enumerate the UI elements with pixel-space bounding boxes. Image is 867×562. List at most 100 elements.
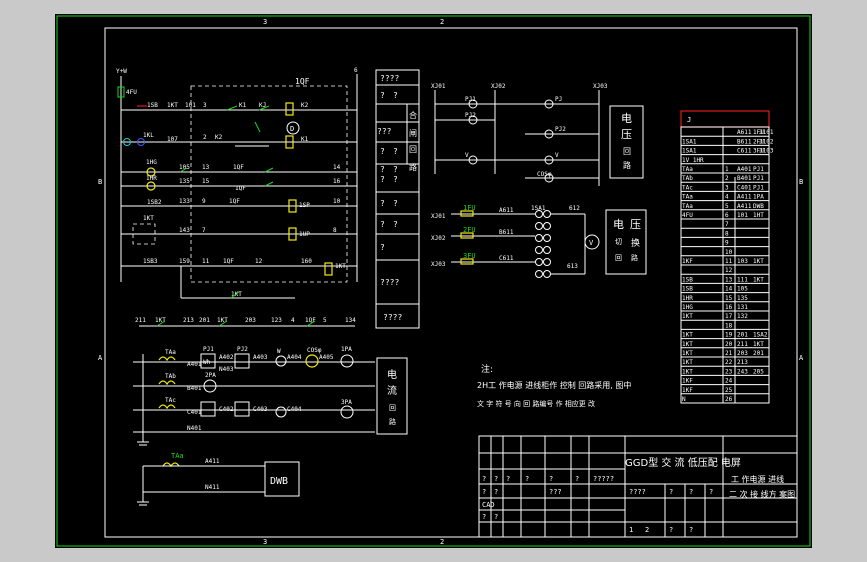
wattmeter-icon [275, 406, 287, 418]
row4-label: 1HR [146, 175, 157, 182]
inner-frame [104, 27, 798, 538]
bottom-row-4: 1KT [217, 317, 228, 324]
cwire-6: C401 [187, 409, 202, 416]
vsw-title-0: 电 [613, 218, 624, 231]
bottom-row-1: 1KT [155, 317, 166, 324]
zone-top-label: 3 [263, 18, 267, 26]
row1-n3: K1 [239, 102, 247, 109]
title-mark: ???? [629, 488, 646, 496]
vsw-row-2: XJ03 [431, 261, 446, 268]
zone-top-right-label: 2 [440, 18, 444, 26]
voltage-circuit: XJ01 XJ02 XJ03 PJ1 PJ2 V PJ PJ2 V COSφ 电… [431, 83, 644, 186]
current-block [376, 357, 408, 435]
row1-label: 1SB [147, 102, 158, 109]
ctl-cell: ? [393, 199, 398, 208]
terminal-cell-l: 1SB [682, 276, 693, 283]
bottom-row-2: 213 [183, 317, 194, 324]
energy-meter-icon [234, 401, 250, 417]
row1-n2: 3 [203, 102, 207, 109]
ctl-cell: ? [380, 175, 385, 184]
row6-label: 1KT [143, 215, 154, 222]
row1-node: 101 [185, 102, 196, 109]
note-title: 注: [481, 363, 493, 375]
terminal-cell-n: 21 [725, 350, 733, 357]
ctl-cell: ???? [380, 278, 399, 287]
vsw-title-2: 切 [615, 238, 622, 246]
ctl-cell: ? [393, 175, 398, 184]
row6-coil: 1UP [299, 231, 310, 238]
title-mark: ? [689, 526, 693, 534]
cwire-0: A401 [187, 361, 202, 368]
terminal-cell-l: 1KF [682, 378, 693, 385]
row5-n2: 9 [202, 198, 206, 205]
vsw-meter: V [589, 239, 594, 247]
row4-n3: 1QF [235, 185, 246, 192]
terminal-cell-n: 2 [725, 175, 729, 182]
row3-label: 1HG [146, 159, 157, 166]
terminal-cell-m: 111 [737, 276, 748, 283]
terminal-cell-m: C611 [737, 148, 752, 155]
terminal-cell-r: 1SA2 [753, 332, 768, 339]
cmeter-1: PJ2 [237, 346, 248, 353]
title-mark: ? [669, 526, 673, 534]
terminal-cell-m: A411 [737, 203, 752, 210]
vsw-label-1: B611 [499, 229, 514, 236]
coil-1up [288, 227, 297, 241]
title-mark: ? [709, 488, 713, 496]
ammeter-icon [203, 379, 217, 393]
kt-label: 1KT [231, 291, 242, 298]
terminal-cell-r: 1HT [753, 212, 764, 219]
title-mark: ? [669, 488, 673, 496]
terminal-cell-l: 1KT [682, 350, 693, 357]
schematic-canvas: 3 2 3 2 B A B A Y+W 4FU 6 1QF 1SB 1KT 10… [56, 15, 811, 547]
title-mark: ? [494, 488, 498, 496]
terminal-cell-r: 1KT [753, 258, 764, 265]
terminal-cell-n: 24 [725, 378, 733, 385]
vsw-row-1: XJ02 [431, 235, 446, 242]
title-block: GGD型 交 流 低压配 电屏 工 作电源 进线 二 次 接 线方 案图 ? ?… [478, 435, 798, 538]
bottom-row-7: 4 [291, 317, 295, 324]
vblock-title-2: 回 [623, 147, 631, 156]
dwb-wire-0: A411 [205, 458, 220, 465]
dwb-label: DWB [270, 476, 288, 487]
vsw-fuse-2: 3FU [463, 252, 476, 260]
row2-coil: K1 [301, 136, 309, 143]
terminal-cell-rr: J101 [759, 129, 774, 136]
terminal-cell-n: 18 [725, 322, 733, 329]
control-circuit: Y+W 4FU 6 1QF 1SB 1KT 101 3 K1 KJ K2 D 1… [116, 67, 358, 327]
title-desc-2: 二 次 接 线方 案图 [729, 489, 795, 499]
row4-node: 135 [179, 178, 190, 185]
row5-coil: 1SP [299, 202, 310, 209]
terminal-cell-l: 1SA1 [682, 138, 697, 145]
row3-n3: 1QF [233, 164, 244, 171]
ctl-cell: ? [380, 165, 385, 174]
vblock-title-3: 路 [623, 160, 631, 170]
terminal-cell-m: B611 [737, 138, 752, 145]
voltage-switch-block [605, 209, 647, 275]
vrmeter-label-2: V [555, 152, 559, 159]
bottom-row-8: 1QF [305, 317, 316, 324]
terminal-cell-r: DWB [753, 203, 764, 210]
terminal-cell-r: PJ1 [753, 175, 764, 182]
title-mark: 2 [645, 526, 649, 534]
row7-node: 159 [179, 258, 190, 265]
voltage-block [609, 105, 644, 179]
bus-right-label: 6 [354, 67, 358, 74]
ctl-cell: ? [380, 91, 385, 100]
row1-n4: KJ [259, 102, 266, 109]
cwire-7: C402 [219, 406, 234, 413]
cwire-3: A404 [287, 354, 302, 361]
terminal-cell-n: 1 [725, 166, 729, 173]
terminal-cell-m: 103 [737, 258, 748, 265]
title-mark: ??? [549, 488, 562, 496]
dwb-box [264, 461, 300, 497]
title-mark: ? [549, 475, 553, 483]
ctl-cell: ? [393, 220, 398, 229]
cblock-title-1: 流 [387, 384, 397, 397]
terminal-cell-l: TAc [682, 184, 693, 191]
row1-coil: K2 [301, 102, 309, 109]
bottom-row-6: 123 [271, 317, 282, 324]
title-mark: ? [482, 475, 486, 483]
wh-label: Wh [203, 359, 211, 366]
vsw-fuse-1: 2FU [463, 226, 476, 234]
